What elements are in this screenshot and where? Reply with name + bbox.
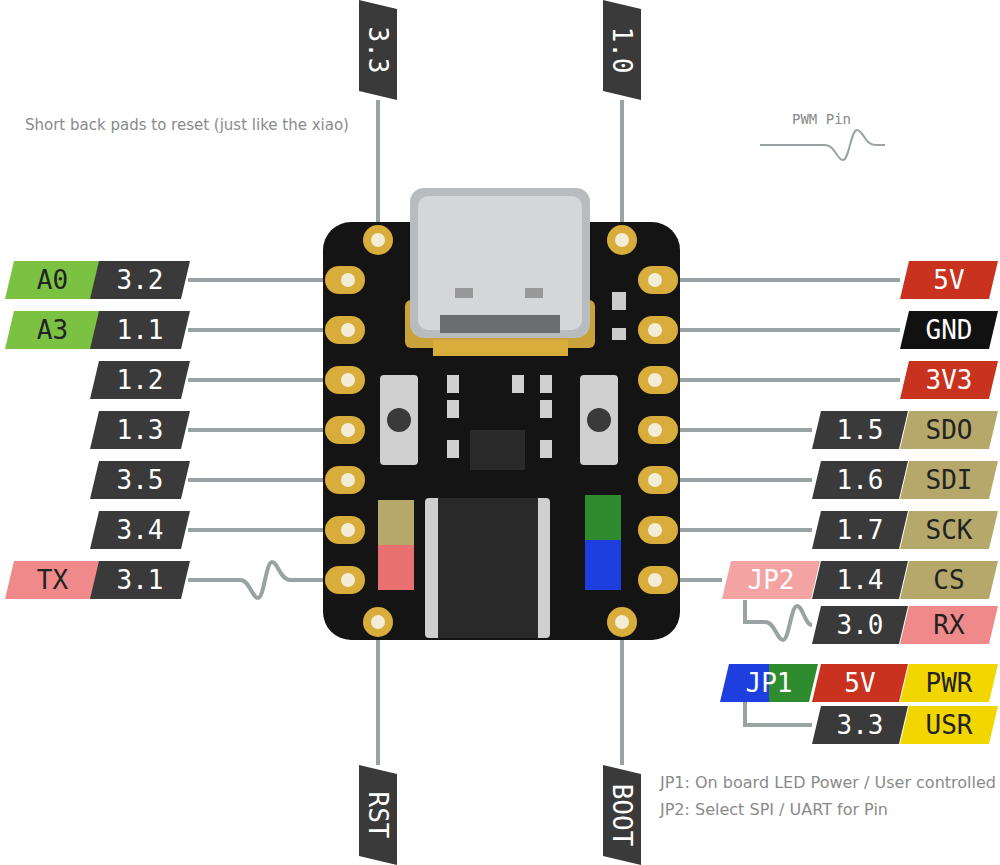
pin-tag: 5V: [812, 664, 908, 702]
pin-label-text: JP2: Select SPI / UART for Pin: [660, 800, 888, 819]
pin-label-text: PWR: [926, 668, 973, 698]
pin-label-text: BOOT: [607, 784, 637, 847]
pin-label-text: SDI: [926, 465, 973, 495]
pin-tag: JP1: [720, 664, 818, 702]
pin-label-text: JP1: On board LED Power / User controlle…: [660, 773, 996, 792]
pin-label-text: 3.3: [837, 710, 884, 740]
pin-tag: SDI: [900, 461, 998, 499]
pin-label-text: RST: [363, 792, 393, 839]
pin-tag: GND: [900, 311, 998, 349]
pin-label-text: 1.2: [117, 365, 164, 395]
pin-label-text: 1.3: [117, 415, 164, 445]
pin-label-text: 5V: [844, 668, 875, 698]
pin-label-text: CS: [933, 565, 964, 595]
pin-tag: 1.3: [90, 411, 190, 449]
pin-tag: 3.1: [90, 561, 190, 599]
pin-label-text: 5V: [933, 265, 964, 295]
pin-label-text: GND: [926, 315, 973, 345]
pin-label-text: Short back pads to reset (just like the …: [25, 116, 349, 134]
pin-tag: 3.4: [90, 511, 190, 549]
pin-label-text: 3.1: [117, 565, 164, 595]
pin-label-text: JP1: [746, 668, 793, 698]
pin-label-text: 1.0: [607, 27, 637, 74]
pin-tag: PWR: [900, 664, 998, 702]
pin-tag: 3.2: [90, 261, 190, 299]
pin-label-text: A0: [37, 265, 68, 295]
pin-tag: BOOT: [603, 765, 641, 865]
pin-tag: TX: [5, 561, 100, 599]
pin-tag: JP2: [722, 561, 820, 599]
pin-tag: SCK: [900, 511, 998, 549]
pin-label-text: 3.3: [363, 27, 393, 74]
pin-label-text: SCK: [926, 515, 973, 545]
pin-tag: RST: [359, 765, 397, 865]
note-text-box: JP1: On board LED Power / User controlle…: [660, 773, 996, 792]
pin-tag: A3: [5, 311, 100, 349]
pin-label-text: 3.4: [117, 515, 164, 545]
pin-tag: 1.6: [812, 461, 908, 499]
pin-label-text: 3V3: [926, 365, 973, 395]
pin-tag: 5V: [900, 261, 998, 299]
pin-tag: 1.7: [812, 511, 908, 549]
pin-tag: USR: [900, 706, 998, 744]
pin-tag: 3.5: [90, 461, 190, 499]
pin-label-text: 3.0: [837, 610, 884, 640]
pin-label-text: RX: [933, 610, 964, 640]
pin-label-text: USR: [926, 710, 973, 740]
pin-label-text: JP2: [748, 565, 795, 595]
pin-tag: A0: [5, 261, 100, 299]
pin-tag: CS: [900, 561, 998, 599]
pin-tag: 1.1: [90, 311, 190, 349]
pin-tag: 1.2: [90, 361, 190, 399]
pin-tag: 3.0: [812, 606, 908, 644]
pin-label-text: TX: [37, 565, 68, 595]
pin-label-text: A3: [37, 315, 68, 345]
pin-label-text: 1.6: [837, 465, 884, 495]
pin-tag: RX: [900, 606, 998, 644]
note-text-box: JP2: Select SPI / UART for Pin: [660, 800, 888, 819]
pin-tag: 1.5: [812, 411, 908, 449]
note-text-box: PWM Pin: [792, 111, 851, 127]
pin-label-text: 3.2: [117, 265, 164, 295]
pin-label-text: 1.1: [117, 315, 164, 345]
pin-tag: 3.3: [812, 706, 908, 744]
pin-tag: 3.3: [359, 0, 397, 100]
pin-tag: 3V3: [900, 361, 998, 399]
pin-label-text: 1.7: [837, 515, 884, 545]
note-text-box: Short back pads to reset (just like the …: [25, 116, 349, 134]
pin-tag: SDO: [900, 411, 998, 449]
pin-tag: 1.0: [603, 0, 641, 100]
pin-label-text: PWM Pin: [792, 111, 851, 127]
pin-label-text: SDO: [926, 415, 973, 445]
pin-label-text: 3.5: [117, 465, 164, 495]
pin-label-text: 1.4: [837, 565, 884, 595]
pin-tag: 1.4: [812, 561, 908, 599]
pin-label-text: 1.5: [837, 415, 884, 445]
